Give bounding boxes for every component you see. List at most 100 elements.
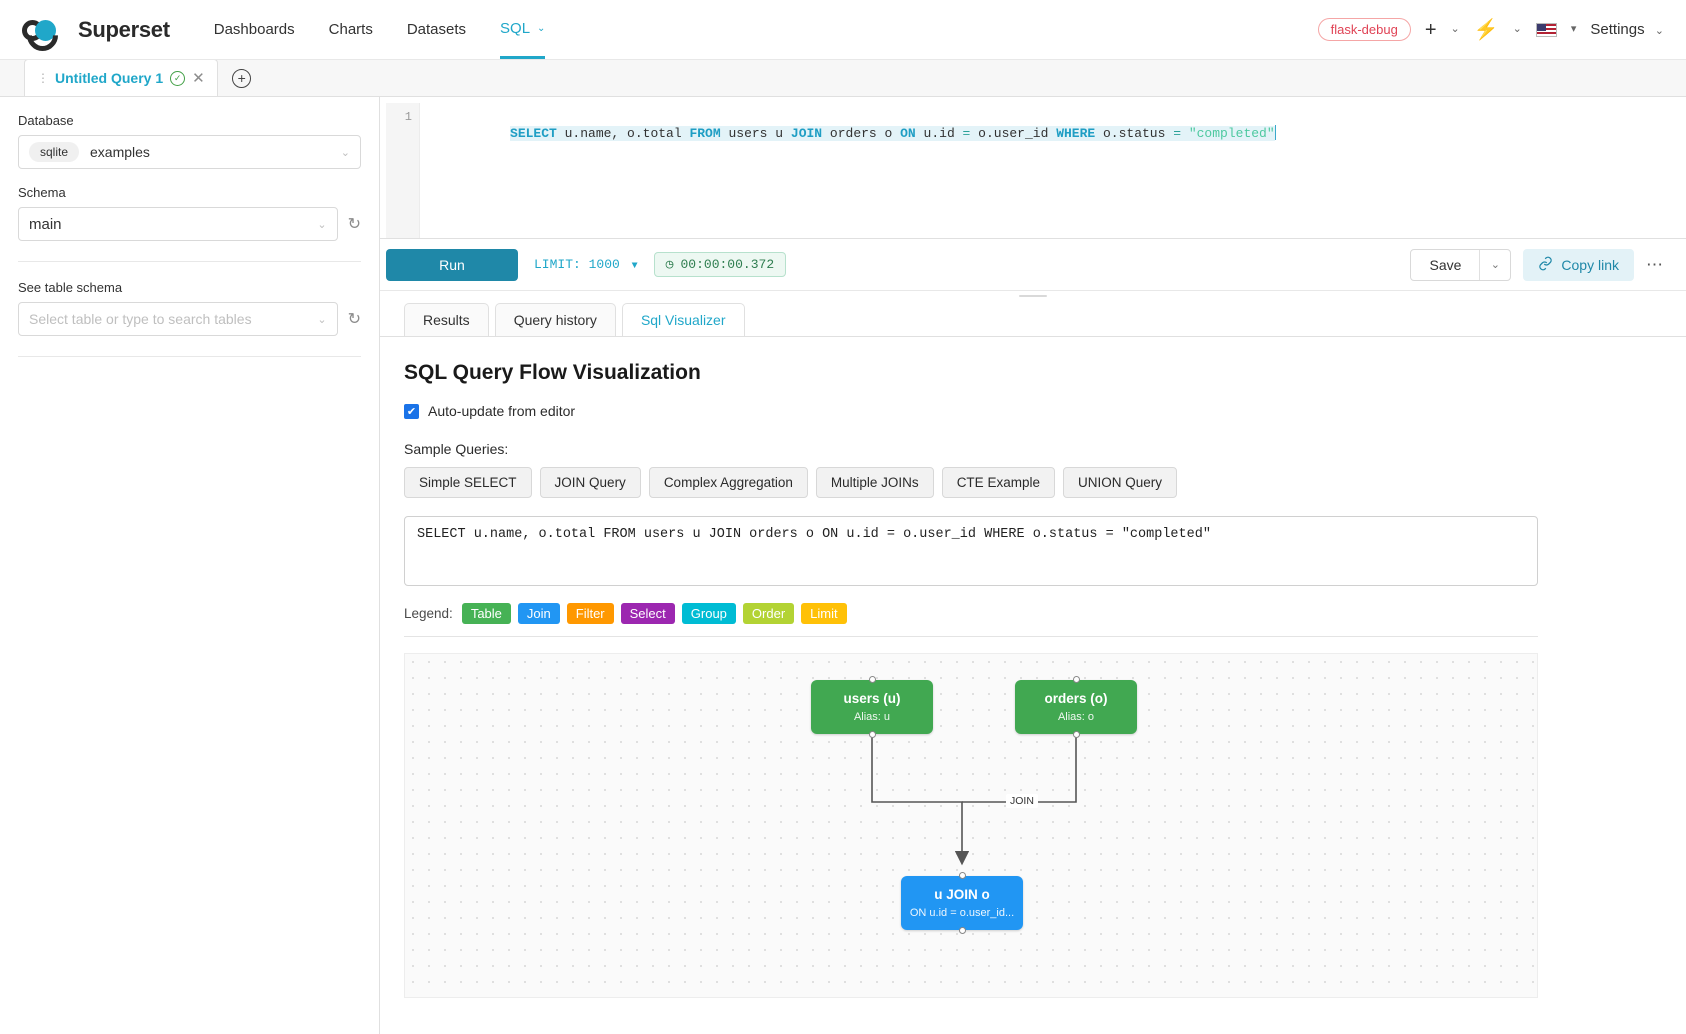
legend-chip-order: Order [742, 603, 795, 624]
legend-chip-group: Group [681, 603, 736, 624]
node-port-top [958, 872, 966, 879]
settings-label: Settings [1590, 21, 1645, 38]
sample-query-cte-example[interactable]: CTE Example [941, 467, 1055, 498]
plus-chevron-down-icon[interactable]: ⌄ [1450, 23, 1460, 35]
nav-link-charts[interactable]: Charts [329, 0, 373, 59]
sample-query-simple-select[interactable]: Simple SELECT [404, 467, 532, 498]
sample-query-join-query[interactable]: JOIN Query [539, 467, 641, 498]
plus-icon[interactable]: + [1424, 18, 1437, 41]
save-button[interactable]: Save [1429, 256, 1462, 273]
main-area: Database sqlite examples ⌄ Schema main ⌄… [0, 97, 1686, 1034]
superset-brand[interactable]: Superset [22, 17, 170, 43]
timer-value: 00:00:00.372 [680, 257, 775, 272]
query-timer: ◷ 00:00:00.372 [653, 252, 787, 277]
bolt-chevron-down-icon[interactable]: ⌄ [1512, 23, 1522, 35]
flow-node-orders[interactable]: orders (o) Alias: o [1015, 676, 1137, 738]
more-options-icon[interactable]: ⋯ [1646, 254, 1664, 274]
toolbar-right: Save ⌄ Copy link ⋯ [1410, 248, 1664, 281]
panel-resize-handle[interactable] [380, 291, 1686, 301]
flow-diagram-canvas[interactable]: JOIN users (u) Alias: u orders (o) Alias… [404, 653, 1538, 998]
refresh-tables-icon[interactable]: ↻ [347, 311, 361, 328]
clock-icon: ◷ [665, 257, 674, 272]
language-flag-icon[interactable] [1535, 22, 1557, 37]
page-title: SQL Query Flow Visualization [404, 361, 701, 384]
tab-results[interactable]: Results [404, 303, 489, 336]
query-input-textarea[interactable] [404, 516, 1538, 586]
schema-select[interactable]: main ⌄ [18, 207, 338, 241]
auto-update-row[interactable]: ✔ Auto-update from editor [404, 403, 1662, 419]
top-navbar: Superset Dashboards Charts Datasets SQL … [0, 0, 1686, 60]
node-port-bottom [958, 927, 966, 934]
node-port-bottom [868, 731, 876, 738]
database-select[interactable]: sqlite examples ⌄ [18, 135, 361, 169]
text-cursor [1274, 125, 1276, 140]
legend-chip-limit: Limit [801, 603, 847, 624]
legend-chip-select: Select [620, 603, 675, 624]
sample-query-complex-aggregation[interactable]: Complex Aggregation [648, 467, 808, 498]
schema-value: main [29, 215, 62, 233]
flow-node-users[interactable]: users (u) Alias: u [811, 676, 933, 738]
sample-queries-label: Sample Queries: [404, 441, 509, 457]
nav-link-sql-label: SQL [500, 19, 531, 37]
query-tab-label: Untitled Query 1 [55, 70, 164, 86]
auto-update-checkbox[interactable]: ✔ [404, 403, 419, 419]
settings-menu[interactable]: Settings ⌄ [1590, 21, 1664, 38]
flow-node-orders-subtitle: Alias: o [1057, 711, 1095, 723]
sql-editor[interactable]: 1 SELECT u.name, o.total FROM users u JO… [386, 103, 1678, 238]
superset-logo-icon [22, 17, 68, 43]
nav-link-sql[interactable]: SQL ⌄ [500, 0, 546, 59]
flow-node-join[interactable]: u JOIN o ON u.id = o.user_id... [901, 872, 1023, 934]
node-port-top [1072, 676, 1080, 683]
edge-users-to-join [871, 736, 970, 866]
editor-gutter: 1 [386, 103, 420, 238]
sample-queries-row: Simple SELECT JOIN Query Complex Aggrega… [404, 467, 1662, 498]
flask-debug-badge: flask-debug [1317, 18, 1411, 41]
nav-link-dashboards-label: Dashboards [213, 21, 295, 38]
editor-toolbar: Run LIMIT: 1000 ▼ ◷ 00:00:00.372 Save ⌄ [380, 239, 1686, 291]
chevron-down-icon: ⌄ [537, 22, 546, 34]
bolt-icon[interactable]: ⚡ [1473, 18, 1499, 41]
nav-link-dashboards[interactable]: Dashboards [214, 0, 295, 59]
drag-handle-icon[interactable]: ⋮ [37, 71, 49, 85]
save-chevron-down-icon[interactable]: ⌄ [1490, 259, 1501, 271]
legend-chip-table: Table [461, 603, 511, 624]
database-engine-chip: sqlite [29, 142, 80, 162]
right-panel: 1 SELECT u.name, o.total FROM users u JO… [380, 97, 1686, 1034]
left-panel: Database sqlite examples ⌄ Schema main ⌄… [0, 97, 380, 1034]
language-caret-icon[interactable]: ▾ [1570, 23, 1577, 35]
settings-chevron-down-icon: ⌄ [1654, 25, 1664, 37]
limit-dropdown[interactable]: LIMIT: 1000 ▼ [534, 257, 638, 272]
chevron-down-icon: ⌄ [340, 146, 350, 159]
legend-chip-filter: Filter [566, 603, 614, 624]
flow-edges [871, 736, 1077, 866]
tab-sql-visualizer[interactable]: Sql Visualizer [621, 303, 745, 336]
refresh-schema-icon[interactable]: ↻ [347, 216, 361, 233]
brand-name: Superset [78, 16, 170, 42]
schema-label: Schema [18, 185, 66, 200]
sample-query-union-query[interactable]: UNION Query [1062, 467, 1177, 498]
nav-link-datasets[interactable]: Datasets [407, 0, 466, 59]
chevron-down-icon: ⌄ [317, 218, 327, 231]
editor-line-1: SELECT u.name, o.total FROM users u JOIN… [510, 126, 1275, 141]
table-select[interactable]: Select table or type to search tables ⌄ [18, 302, 338, 336]
editor-code[interactable]: SELECT u.name, o.total FROM users u JOIN… [420, 103, 1678, 238]
sample-query-multiple-joins[interactable]: Multiple JOINs [815, 467, 934, 498]
copy-link-label: Copy link [1561, 256, 1619, 273]
plus-circle-icon: + [232, 68, 252, 88]
run-button[interactable]: Run [386, 248, 518, 281]
nav-link-charts-label: Charts [328, 21, 373, 38]
flow-node-join-title: u JOIN o [934, 887, 990, 902]
copy-link-button[interactable]: Copy link [1523, 248, 1634, 281]
save-button-group: Save ⌄ [1410, 248, 1512, 281]
sql-visualizer-panel: SQL Query Flow Visualization ✔ Auto-upda… [380, 336, 1686, 1034]
close-icon[interactable]: ✕ [192, 70, 205, 87]
chevron-down-icon: ⌄ [317, 313, 327, 326]
schema-row: main ⌄ ↻ [18, 207, 361, 241]
add-query-tab-button[interactable]: + [218, 60, 266, 96]
flow-node-users-title: users (u) [843, 691, 901, 706]
database-label: Database [18, 113, 74, 128]
tab-query-history[interactable]: Query history [494, 303, 616, 336]
legend-divider [404, 636, 1538, 637]
query-tab-untitled-query-1[interactable]: ⋮ Untitled Query 1 ✓ ✕ [24, 59, 218, 96]
nav-link-datasets-label: Datasets [406, 21, 467, 38]
